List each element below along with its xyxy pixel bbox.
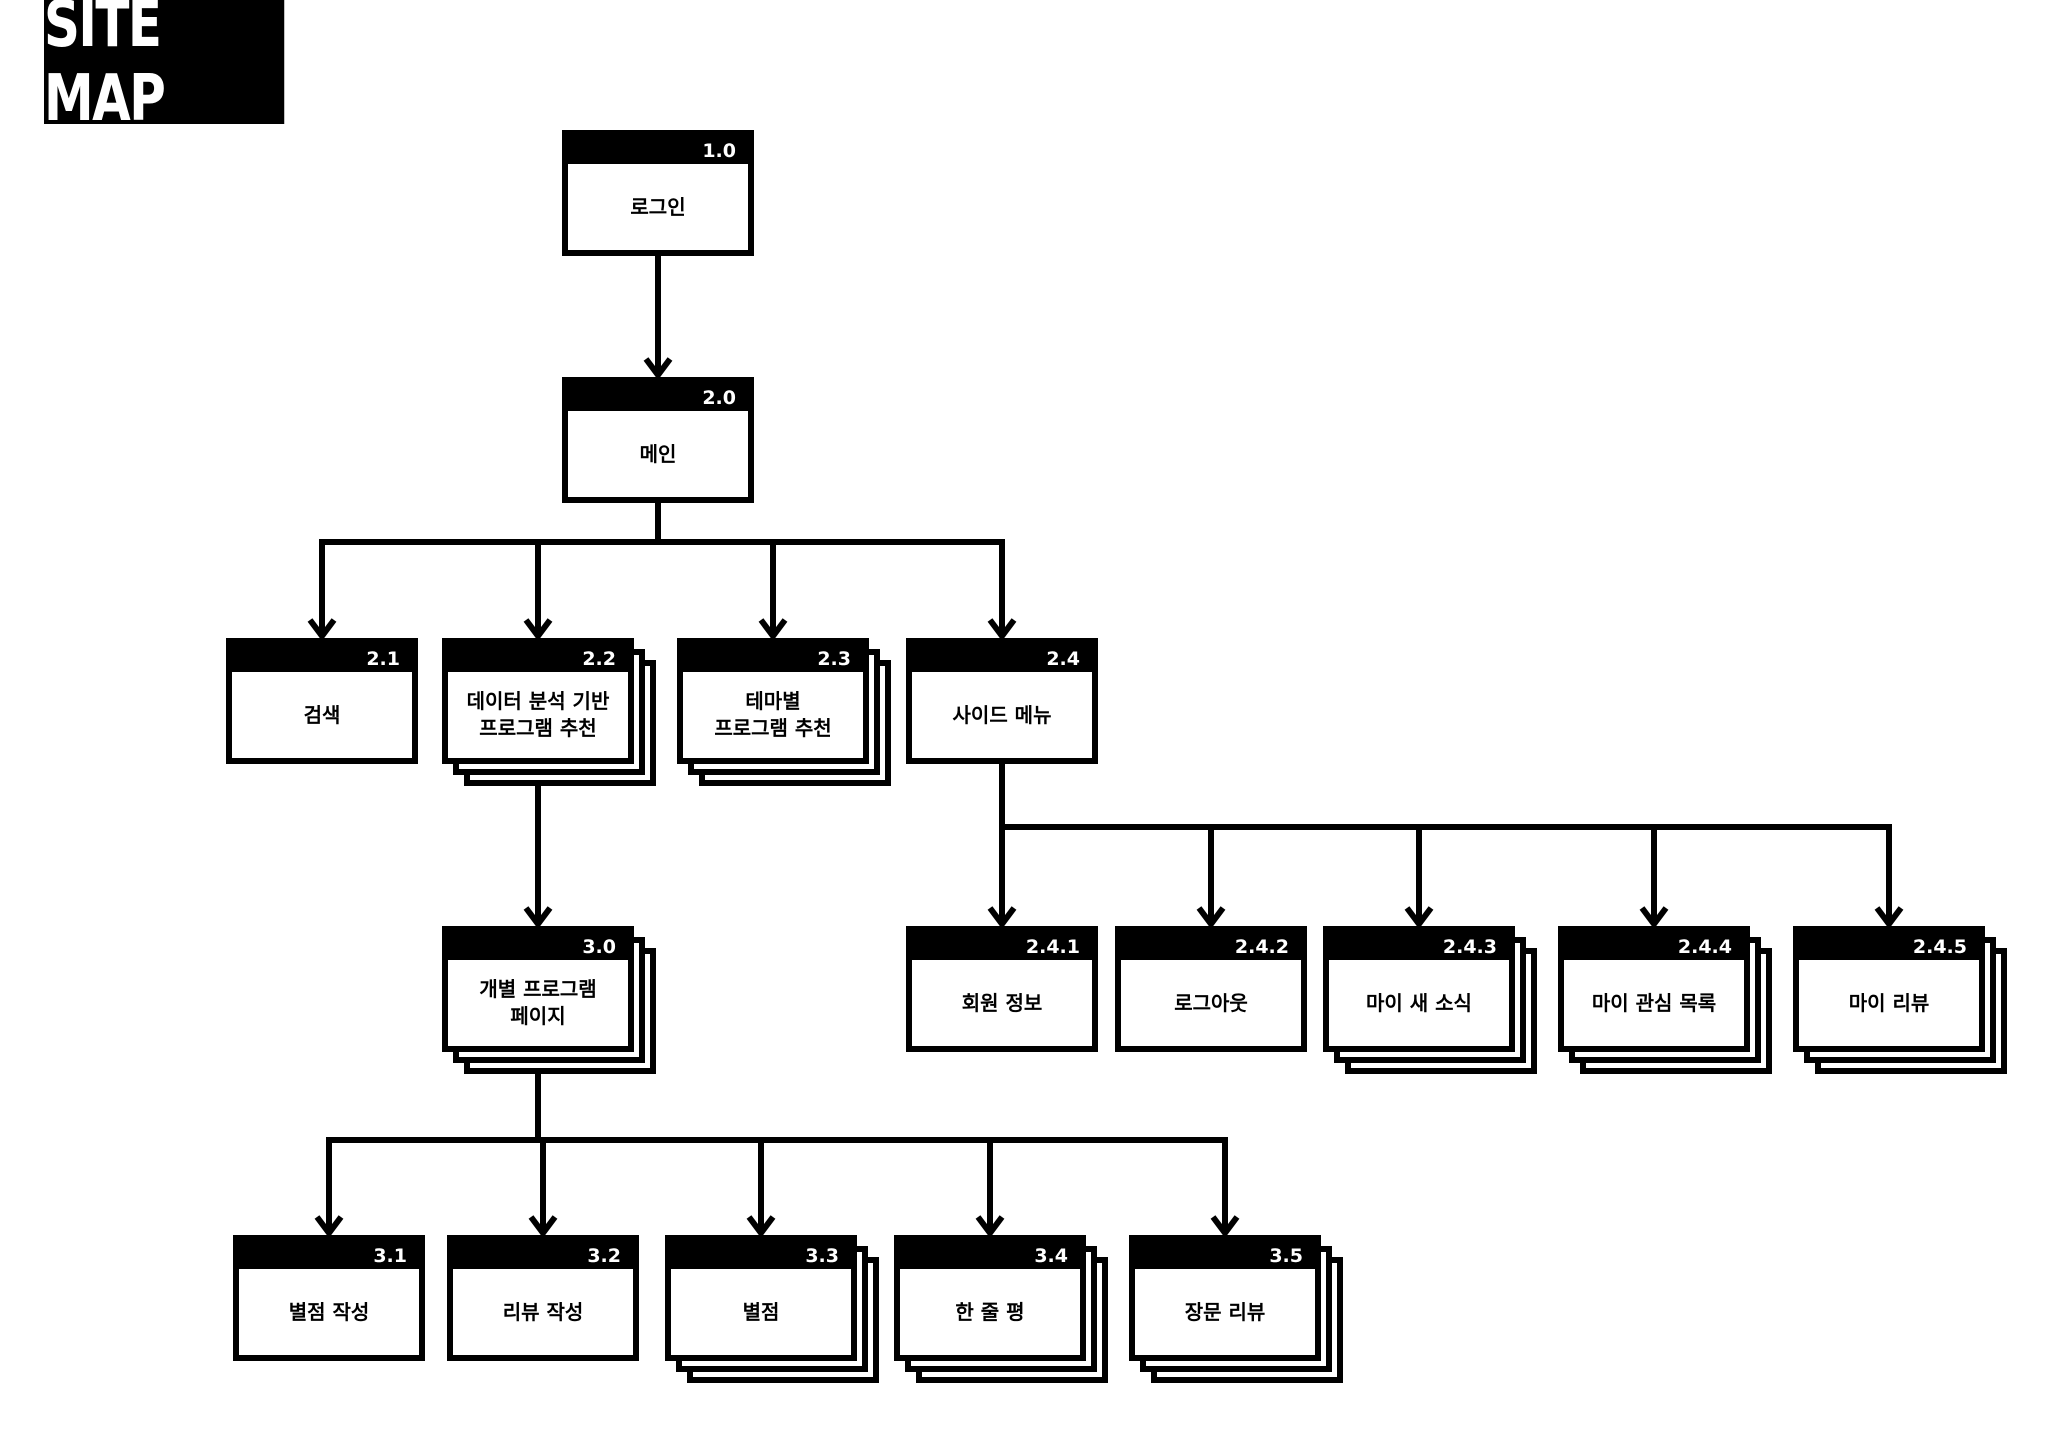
arrowhead (643, 357, 673, 380)
node-label: 로그인 (630, 194, 686, 219)
node-number: 2.0 (568, 383, 748, 411)
arrowhead (1639, 906, 1669, 929)
node-label: 마이 새 소식 (1366, 990, 1472, 1015)
node-3-3: 3.3 별점 (665, 1235, 879, 1383)
site-map-title-text: SITE MAP (44, 0, 166, 136)
node-label: 리뷰 작성 (502, 1299, 584, 1324)
node-3-1: 3.1 별점 작성 (233, 1235, 425, 1361)
node-label: 개별 프로그램 페이지 (479, 977, 597, 1028)
arrowhead (746, 1215, 776, 1238)
node-card: 3.4 한 줄 평 (894, 1235, 1086, 1361)
node-number: 1.0 (568, 136, 748, 164)
node-3-0: 3.0 개별 프로그램 페이지 (442, 926, 656, 1074)
arrowhead (1210, 1215, 1240, 1238)
node-card: 3.5 장문 리뷰 (1129, 1235, 1321, 1361)
node-3-2: 3.2 리뷰 작성 (447, 1235, 639, 1361)
arrowhead (528, 1215, 558, 1238)
node-card: 3.0 개별 프로그램 페이지 (442, 926, 634, 1052)
node-label: 별점 작성 (288, 1299, 370, 1324)
node-number: 3.3 (671, 1241, 851, 1269)
arrowhead (523, 618, 553, 641)
node-card: 2.1 검색 (226, 638, 418, 764)
node-1-0: 1.0 로그인 (562, 130, 754, 256)
node-number: 2.4.5 (1799, 932, 1979, 960)
node-card: 2.4.1 회원 정보 (906, 926, 1098, 1052)
node-2-4: 2.4 사이드 메뉴 (906, 638, 1098, 764)
node-label: 한 줄 평 (955, 1299, 1025, 1324)
node-label: 테마별 프로그램 추천 (714, 689, 832, 740)
arrowhead (307, 618, 337, 641)
arrowhead (975, 1215, 1005, 1238)
arrowhead (314, 1215, 344, 1238)
node-label: 사이드 메뉴 (952, 702, 1052, 727)
node-card: 2.4.2 로그아웃 (1115, 926, 1307, 1052)
node-card: 2.4.3 마이 새 소식 (1323, 926, 1515, 1052)
node-2-4-1: 2.4.1 회원 정보 (906, 926, 1098, 1052)
node-2-2: 2.2 데이터 분석 기반 프로그램 추천 (442, 638, 656, 786)
node-label: 메인 (639, 441, 677, 466)
arrowhead (1874, 906, 1904, 929)
node-number: 2.4.3 (1329, 932, 1509, 960)
node-2-0: 2.0 메인 (562, 377, 754, 503)
node-card: 2.4 사이드 메뉴 (906, 638, 1098, 764)
node-number: 3.4 (900, 1241, 1080, 1269)
node-label: 회원 정보 (961, 990, 1043, 1015)
node-card: 3.1 별점 작성 (233, 1235, 425, 1361)
node-label: 마이 리뷰 (1848, 990, 1930, 1015)
site-map-title: SITE MAP (44, 0, 285, 136)
node-2-1: 2.1 검색 (226, 638, 418, 764)
node-number: 2.1 (232, 644, 412, 672)
node-card: 3.3 별점 (665, 1235, 857, 1361)
node-number: 3.5 (1135, 1241, 1315, 1269)
node-number: 2.4.1 (912, 932, 1092, 960)
node-card: 2.4.4 마이 관심 목록 (1558, 926, 1750, 1052)
node-2-3: 2.3 테마별 프로그램 추천 (677, 638, 891, 786)
node-number: 2.4 (912, 644, 1092, 672)
node-label: 검색 (303, 702, 341, 727)
node-2-4-2: 2.4.2 로그아웃 (1115, 926, 1307, 1052)
node-card: 2.3 테마별 프로그램 추천 (677, 638, 869, 764)
arrowhead (758, 618, 788, 641)
node-2-4-5: 2.4.5 마이 리뷰 (1793, 926, 2007, 1074)
node-3-4: 3.4 한 줄 평 (894, 1235, 1108, 1383)
node-card: 3.2 리뷰 작성 (447, 1235, 639, 1361)
node-label: 데이터 분석 기반 프로그램 추천 (466, 689, 610, 740)
node-label: 로그아웃 (1174, 990, 1248, 1015)
arrowhead (1196, 906, 1226, 929)
arrowhead (1404, 906, 1434, 929)
node-card: 2.4.5 마이 리뷰 (1793, 926, 1985, 1052)
node-number: 3.1 (239, 1241, 419, 1269)
node-card: 2.2 데이터 분석 기반 프로그램 추천 (442, 638, 634, 764)
node-label: 장문 리뷰 (1184, 1299, 1266, 1324)
node-number: 2.3 (683, 644, 863, 672)
arrowhead (987, 906, 1017, 929)
node-number: 2.2 (448, 644, 628, 672)
node-number: 2.4.2 (1121, 932, 1301, 960)
node-2-4-4: 2.4.4 마이 관심 목록 (1558, 926, 1772, 1074)
node-card: 1.0 로그인 (562, 130, 754, 256)
node-2-4-3: 2.4.3 마이 새 소식 (1323, 926, 1537, 1074)
node-card: 2.0 메인 (562, 377, 754, 503)
node-3-5: 3.5 장문 리뷰 (1129, 1235, 1343, 1383)
node-label: 마이 관심 목록 (1591, 990, 1717, 1015)
node-number: 2.4.4 (1564, 932, 1744, 960)
node-label: 별점 (742, 1299, 780, 1324)
arrowhead (523, 906, 553, 929)
node-number: 3.0 (448, 932, 628, 960)
arrowhead (987, 618, 1017, 641)
node-number: 3.2 (453, 1241, 633, 1269)
